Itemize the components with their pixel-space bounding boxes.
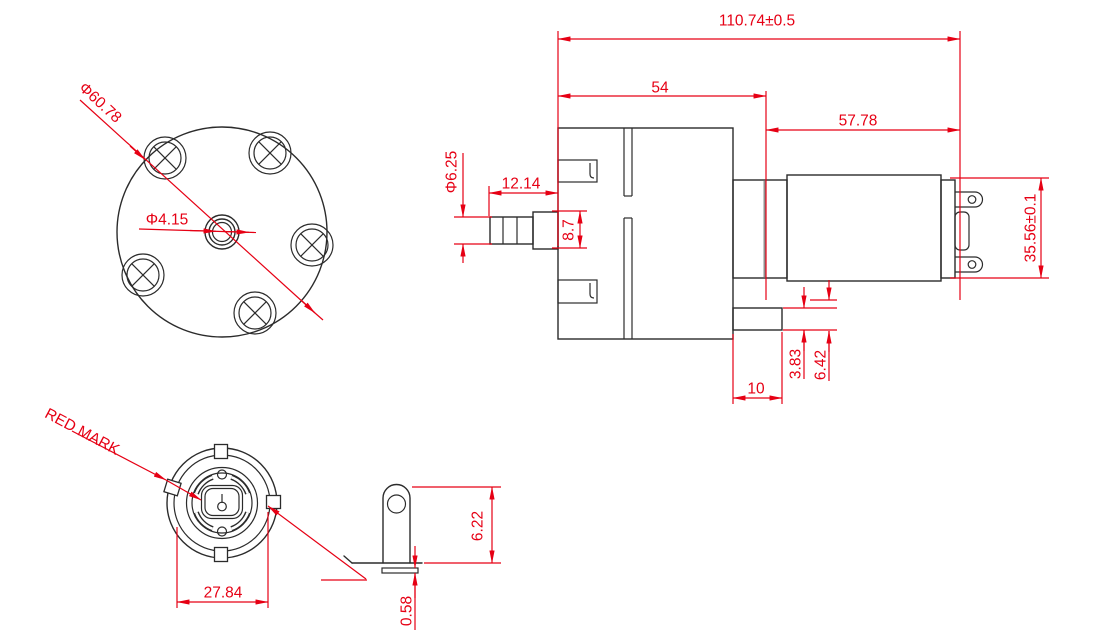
dim-plate-thickness: 0.58 [399, 546, 418, 630]
dim-text-foot-step: 6.42 [813, 350, 830, 380]
dim-text-motor-length: 57.78 [839, 113, 878, 130]
dim-text-port-height: 8.7 [561, 219, 578, 241]
gearbox-outline [732, 179, 788, 279]
terminal-tab [382, 483, 411, 564]
dim-text-mount-width: 27.84 [204, 585, 243, 602]
dim-tab-height: 6.22 [412, 486, 501, 564]
dim-shaft-diameter: Φ4.15 [138, 212, 257, 235]
dim-text-foot-thickness: 3.83 [788, 349, 805, 379]
screw [121, 253, 165, 297]
motor-endcap [940, 179, 956, 279]
dim-foot-length: 10 [732, 381, 783, 401]
mounting-foot [732, 307, 783, 331]
screw [248, 131, 292, 175]
motor-terminal-top [955, 191, 984, 208]
dim-foot-step: 6.42 [813, 280, 832, 381]
dim-motor-length: 57.78 [765, 113, 961, 133]
motor-connector-bump [954, 211, 970, 251]
red-mark-label: RED MARK [42, 405, 123, 459]
rear-hole-top [216, 469, 228, 480]
rear-hole-bottom [216, 526, 228, 537]
terminal-hole [386, 494, 407, 514]
dim-text-nozzle-length: 12.14 [502, 176, 541, 193]
rear-ring-3 [191, 472, 253, 534]
dim-nozzle-diameter: Φ6.25 [444, 151, 466, 263]
dim-text-nozzle-diameter: Φ6.25 [444, 151, 461, 194]
dim-text-pump-length: 54 [651, 80, 669, 97]
rear-hub-outer [200, 484, 244, 520]
dim-text-motor-height: 35.56±0.1 [1023, 194, 1040, 263]
extension-lines [454, 31, 1049, 404]
dim-motor-height: 35.56±0.1 [1023, 177, 1044, 279]
red-mark-callout: RED MARK [42, 405, 367, 581]
screw [233, 291, 277, 335]
dim-outer-diameter: Φ60.78 [75, 79, 324, 321]
rear-ring-2 [185, 466, 259, 540]
pump-face-outline [116, 126, 328, 338]
pump-screw-pocket-bottom [557, 279, 598, 304]
dim-nozzle-length: 12.14 [488, 176, 559, 196]
terminal-view: 6.22 0.58 [343, 483, 501, 630]
front-view: Φ60.78 Φ4.15 [75, 79, 334, 338]
pump-screw-pocket-top [557, 159, 598, 183]
rear-view: RED MARK 27.84 [42, 405, 367, 608]
motor-terminal-bottom [955, 256, 984, 273]
dim-text-shaft-diameter: Φ4.15 [146, 212, 189, 229]
side-view: 110.74±0.5 54 57.78 12.14 Φ6.25 8.7 [444, 13, 1049, 404]
dim-text-overall-length: 110.74±0.5 [719, 13, 795, 30]
dim-text-tab-height: 6.22 [470, 511, 487, 541]
rear-notches [163, 443, 282, 563]
dim-mount-width: 27.84 [176, 512, 269, 608]
motor-can-outline [786, 174, 942, 282]
dim-text-foot-length: 10 [747, 381, 765, 398]
plate-strip [381, 567, 419, 574]
screw [290, 223, 334, 267]
dim-pump-length: 54 [557, 80, 767, 99]
shaft-end-mark [217, 494, 227, 512]
rear-hub-inner [204, 487, 240, 517]
dim-text-plate-thickness: 0.58 [399, 596, 416, 626]
plate-bevel [343, 555, 353, 564]
pump-vent-slots [623, 128, 633, 339]
dim-overall-length: 110.74±0.5 [557, 13, 961, 42]
nozzle [489, 211, 559, 250]
dim-foot-thickness: 3.83 [788, 287, 807, 379]
dim-port-height: 8.7 [561, 210, 583, 249]
